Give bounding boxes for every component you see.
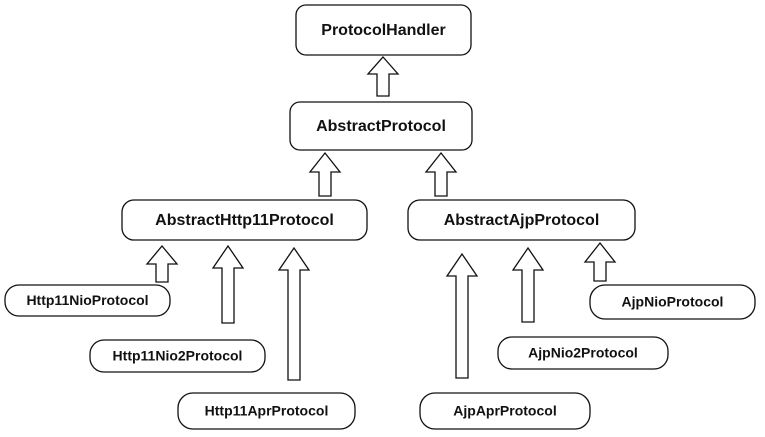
arrow-http11nio-to-abstracthttp11 (145, 244, 179, 283)
arrow-http11apr-to-abstracthttp11 (277, 246, 311, 381)
node-label: Http11NioProtocol (26, 292, 148, 308)
node-ajp-nio-protocol: AjpNioProtocol (589, 284, 756, 320)
node-protocol-handler: ProtocolHandler (295, 4, 472, 56)
node-http11-apr-protocol: Http11AprProtocol (177, 392, 356, 430)
node-label: AbstractAjpProtocol (444, 212, 600, 229)
node-abstract-ajp-protocol: AbstractAjpProtocol (407, 199, 636, 241)
inheritance-arrows (145, 56, 617, 381)
class-nodes: ProtocolHandler AbstractProtocol Abstrac… (4, 4, 756, 430)
node-label: AbstractProtocol (316, 118, 446, 135)
node-label: AjpAprProtocol (453, 403, 556, 419)
arrow-http11nio2-to-abstracthttp11 (211, 244, 245, 324)
arrow-abstractajp-to-abstractprotocol (424, 151, 458, 197)
node-http11-nio-protocol: Http11NioProtocol (4, 284, 171, 317)
node-label: ProtocolHandler (321, 22, 445, 39)
arrow-ajpnio-to-abstractajp (583, 241, 617, 282)
node-ajp-nio2-protocol: AjpNio2Protocol (497, 336, 669, 370)
node-label: AjpNio2Protocol (528, 345, 638, 361)
arrow-abstracthttp11-to-abstractprotocol (308, 151, 342, 197)
node-label: Http11AprProtocol (205, 403, 329, 419)
node-abstract-http11-protocol: AbstractHttp11Protocol (121, 199, 368, 241)
node-abstract-protocol: AbstractProtocol (289, 101, 473, 151)
arrow-ajpapr-to-abstractajp (445, 252, 479, 379)
node-label: AjpNioProtocol (622, 294, 724, 310)
node-label: AbstractHttp11Protocol (155, 212, 334, 229)
arrow-ajpnio2-to-abstractajp (511, 246, 545, 323)
arrow-abstractprotocol-to-protocolhandler (366, 56, 400, 97)
node-label: Http11Nio2Protocol (113, 348, 243, 364)
node-http11-nio2-protocol: Http11Nio2Protocol (89, 339, 266, 373)
node-ajp-apr-protocol: AjpAprProtocol (419, 392, 591, 430)
